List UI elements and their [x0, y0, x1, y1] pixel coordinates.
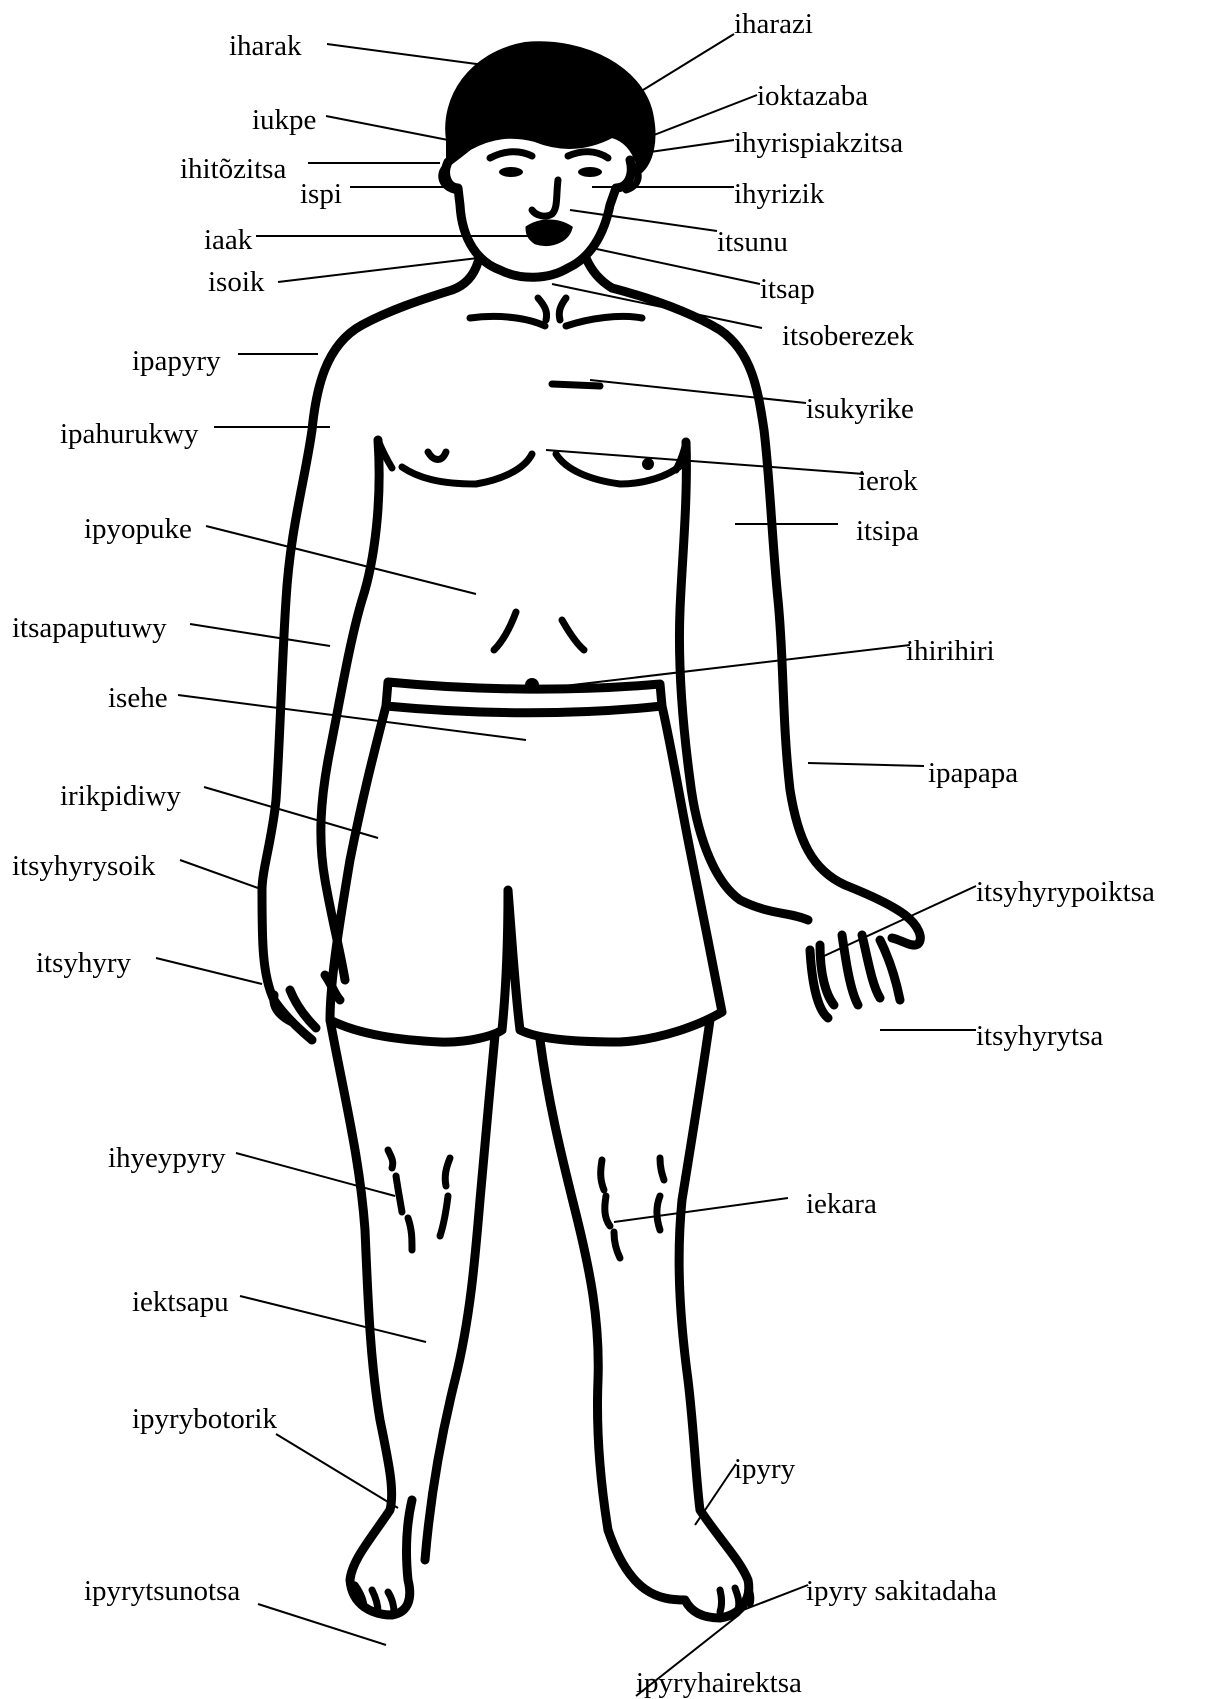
- label-isoik: isoik: [208, 266, 265, 298]
- label-iharak: iharak: [229, 30, 302, 62]
- right-inner-arm: [679, 442, 808, 920]
- label-ihyeypyry: ihyeypyry: [108, 1142, 226, 1174]
- label-itsyhyrypoiktsa: itsyhyrypoiktsa: [976, 876, 1155, 908]
- left-inner-leg: [425, 1035, 495, 1560]
- label-itsyhyrytsa: itsyhyrytsa: [976, 1020, 1103, 1052]
- label-ispi: ispi: [300, 178, 342, 210]
- neck-right: [586, 258, 612, 288]
- label-ipapapa: ipapapa: [928, 757, 1018, 789]
- neck-notch-right: [559, 298, 566, 320]
- abs-left: [494, 612, 516, 650]
- label-ipahurukwy: ipahurukwy: [60, 418, 199, 450]
- label-irikpidiwy: irikpidiwy: [60, 780, 181, 812]
- neck-left: [452, 262, 478, 290]
- left-inner-arm: [321, 440, 379, 980]
- label-itsyhyry: itsyhyry: [36, 947, 132, 979]
- abs-right: [562, 620, 584, 650]
- label-ihyrispiakzitsa: ihyrispiakzitsa: [734, 127, 903, 159]
- label-itsunu: itsunu: [717, 226, 788, 258]
- label-itsyhyrysoik: itsyhyrysoik: [12, 850, 156, 882]
- label-ipyrybotorik: ipyrybotorik: [132, 1403, 277, 1435]
- nose: [532, 180, 558, 216]
- sternum-mark: [552, 384, 600, 386]
- left-arm-outline: [262, 290, 452, 1040]
- label-iukpe: iukpe: [252, 104, 316, 136]
- label-ierok: ierok: [858, 465, 918, 497]
- label-ihitozitsa: ihitõzitsa: [180, 153, 286, 185]
- right-hand: [810, 935, 900, 1018]
- right-eye: [578, 167, 602, 177]
- label-ihirihiri: ihirihiri: [906, 635, 995, 667]
- label-ipyopuke: ipyopuke: [84, 513, 192, 545]
- collarbone-right: [566, 316, 642, 326]
- right-eyebrow: [568, 152, 608, 158]
- label-ipyryhairektsa: ipyryhairektsa: [636, 1667, 802, 1699]
- waistband: [386, 682, 662, 713]
- label-isehe: isehe: [108, 682, 168, 714]
- left-knee-marks: [388, 1150, 450, 1250]
- hair-shape: [447, 43, 653, 172]
- left-pec: [402, 454, 532, 484]
- left-toes: [355, 1585, 394, 1612]
- right-nipple: [642, 458, 654, 470]
- mouth: [528, 222, 570, 243]
- label-itsapaputuwy: itsapaputuwy: [12, 612, 167, 644]
- right-leg: [608, 1020, 749, 1618]
- right-inner-leg: [540, 1040, 608, 1530]
- label-ihyrizik: ihyrizik: [734, 178, 825, 210]
- left-eyebrow: [490, 152, 532, 158]
- label-isukyrike: isukyrike: [806, 393, 914, 425]
- label-ipyry-sakitadaha: ipyry sakitadaha: [806, 1575, 997, 1607]
- collarbone-left: [470, 316, 545, 326]
- leader-lines: [156, 34, 976, 1696]
- human-figure: [262, 43, 920, 1618]
- left-eye: [499, 167, 523, 177]
- neck-notch-left: [538, 298, 547, 320]
- label-iektsapu: iektsapu: [132, 1286, 229, 1318]
- left-leg: [330, 1020, 412, 1615]
- label-ioktazaba: ioktazaba: [757, 80, 868, 112]
- label-itsoberezek: itsoberezek: [782, 320, 915, 352]
- label-itsipa: itsipa: [856, 515, 919, 547]
- shorts-outline: [330, 706, 722, 1042]
- right-knee-marks: [601, 1158, 664, 1258]
- label-itsap: itsap: [760, 273, 815, 305]
- label-ipyrytsunotsa: ipyrytsunotsa: [84, 1575, 240, 1607]
- label-ipyry: ipyry: [734, 1453, 796, 1485]
- label-ipapyry: ipapyry: [132, 345, 221, 377]
- label-iharazi: iharazi: [734, 8, 813, 40]
- left-nipple: [428, 452, 446, 460]
- label-iekara: iekara: [806, 1188, 877, 1220]
- label-iaak: iaak: [204, 224, 253, 256]
